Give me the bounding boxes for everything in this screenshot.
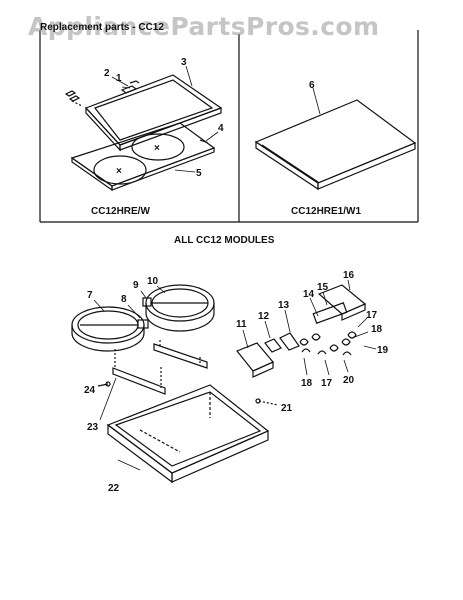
svg-text:×: ×	[116, 166, 122, 177]
screw-part-21	[255, 398, 279, 406]
mount-part-12	[264, 320, 282, 353]
radiant-element-part-7	[71, 299, 145, 352]
screw-part-24	[97, 381, 111, 387]
housing-part-22	[106, 384, 270, 484]
callout-12: 12	[258, 311, 270, 322]
leader-lines-top-left	[111, 65, 219, 173]
callout-2: 2	[104, 68, 110, 79]
bracket-part-11	[236, 329, 274, 378]
callout-8: 8	[121, 294, 127, 305]
callout-5: 5	[196, 168, 202, 179]
callout-13: 13	[278, 300, 290, 311]
terminal-part-8	[127, 304, 149, 329]
callout-24: 24	[84, 385, 96, 396]
caption-all-modules: ALL CC12 MODULES	[174, 235, 275, 246]
callout-14: 14	[303, 289, 315, 300]
callout-1: 1	[116, 73, 122, 84]
terminal-part-9	[140, 290, 152, 307]
caption-left-panel: CC12HRE/W	[91, 206, 150, 217]
callout-21: 21	[281, 403, 293, 414]
callout-6: 6	[309, 80, 315, 91]
gasket-part-4	[199, 139, 209, 144]
callout-20: 20	[343, 375, 355, 386]
callout-16: 16	[343, 270, 355, 281]
support-rail-part-23	[99, 349, 166, 421]
callout-19: 19	[377, 345, 389, 356]
switch-part-15	[312, 291, 348, 324]
terminal-clips	[299, 316, 377, 376]
callout-15: 15	[317, 282, 329, 293]
callout-17-left: 17	[321, 378, 333, 389]
trim-frame-part-3	[84, 74, 223, 152]
callout-10: 10	[147, 276, 159, 287]
caption-right-panel: CC12HRE1/W1	[291, 206, 362, 217]
callout-9: 9	[133, 280, 139, 291]
glass-top-part-5: × ×	[70, 122, 216, 192]
radiant-element-part-10	[145, 284, 215, 332]
callout-11: 11	[236, 319, 247, 330]
switch-part-14	[309, 297, 319, 317]
callout-18-left: 18	[301, 378, 313, 389]
diagram-header: Replacement parts - CC12	[40, 22, 164, 33]
bracket-part-1	[120, 80, 140, 94]
callout-4: 4	[218, 123, 224, 134]
panel-frame	[39, 30, 419, 223]
callout-23: 23	[87, 422, 99, 433]
clip-part-2	[64, 90, 83, 107]
support-rail	[153, 340, 208, 369]
cooktop-part-6	[254, 87, 417, 191]
mount-part-13	[279, 309, 300, 351]
callout-3: 3	[181, 57, 187, 68]
switch-block-part-16	[317, 279, 367, 321]
callout-17-right: 17	[366, 310, 378, 321]
svg-text:×: ×	[154, 143, 160, 154]
callout-18-right: 18	[371, 324, 383, 335]
site-watermark: AppliancePartsPros.com	[28, 12, 380, 41]
callout-7: 7	[87, 290, 93, 301]
callout-labels: 1 2 3 4 5 6 7 8 9 10 11 12 13 14 15 16 1…	[84, 57, 389, 494]
callout-22: 22	[108, 483, 120, 494]
